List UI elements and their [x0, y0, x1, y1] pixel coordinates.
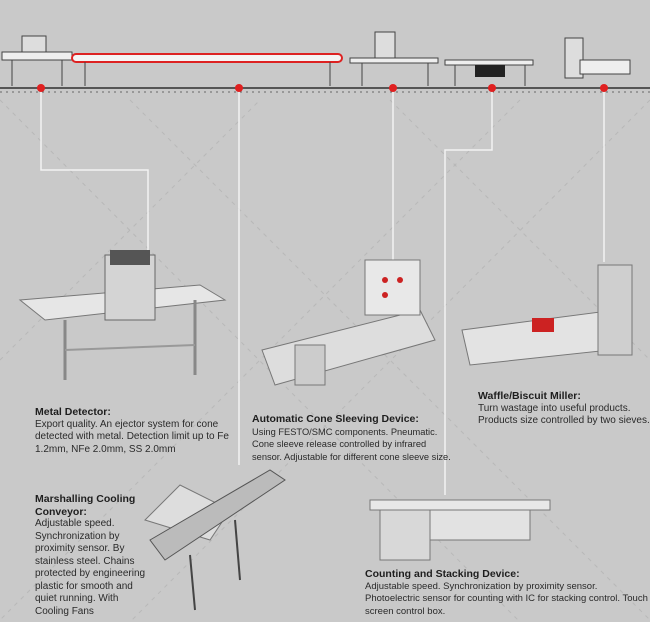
waffle-miller-description: Turn wastage into useful products. Produ… — [478, 402, 650, 427]
cone-sleeving-title: Automatic Cone Sleeving Device: — [252, 413, 419, 425]
cooling-conveyor-caption: Marshalling Cooling Conveyor: Adjustable… — [35, 493, 147, 618]
metal-detector-description: Export quality. An ejector system for co… — [35, 418, 229, 455]
metal-detector-image — [18, 250, 227, 380]
counting-stacking-title: Counting and Stacking Device: — [365, 568, 520, 580]
station-markers — [37, 84, 608, 92]
counting-stacking-device-image — [369, 499, 551, 561]
metal-detector-title: Metal Detector: — [35, 406, 111, 418]
cooling-conveyor-title: Marshalling Cooling Conveyor: — [35, 493, 136, 518]
cone-sleeving-device-image — [261, 259, 436, 386]
counting-stacking-caption: Counting and Stacking Device: Adjustable… — [365, 568, 650, 618]
line-overview — [1, 31, 631, 86]
waffle-miller-caption: Waffle/Biscuit Miller: Turn wastage into… — [478, 390, 650, 428]
waffle-miller-image — [461, 264, 633, 366]
metal-detector-caption: Metal Detector: Export quality. An eject… — [35, 406, 255, 456]
cone-sleeving-caption: Automatic Cone Sleeving Device: Using FE… — [252, 413, 457, 463]
cooling-conveyor-image — [144, 469, 286, 611]
cooling-conveyor-description: Adjustable speed. Synchronization by pro… — [35, 518, 146, 617]
counting-stacking-description: Adjustable speed. Synchronization by pro… — [365, 580, 648, 617]
waffle-miller-title: Waffle/Biscuit Miller: — [478, 390, 581, 402]
cone-sleeving-description: Using FESTO/SMC components. Pneumatic. C… — [252, 426, 451, 462]
connector-lines — [40, 88, 605, 495]
